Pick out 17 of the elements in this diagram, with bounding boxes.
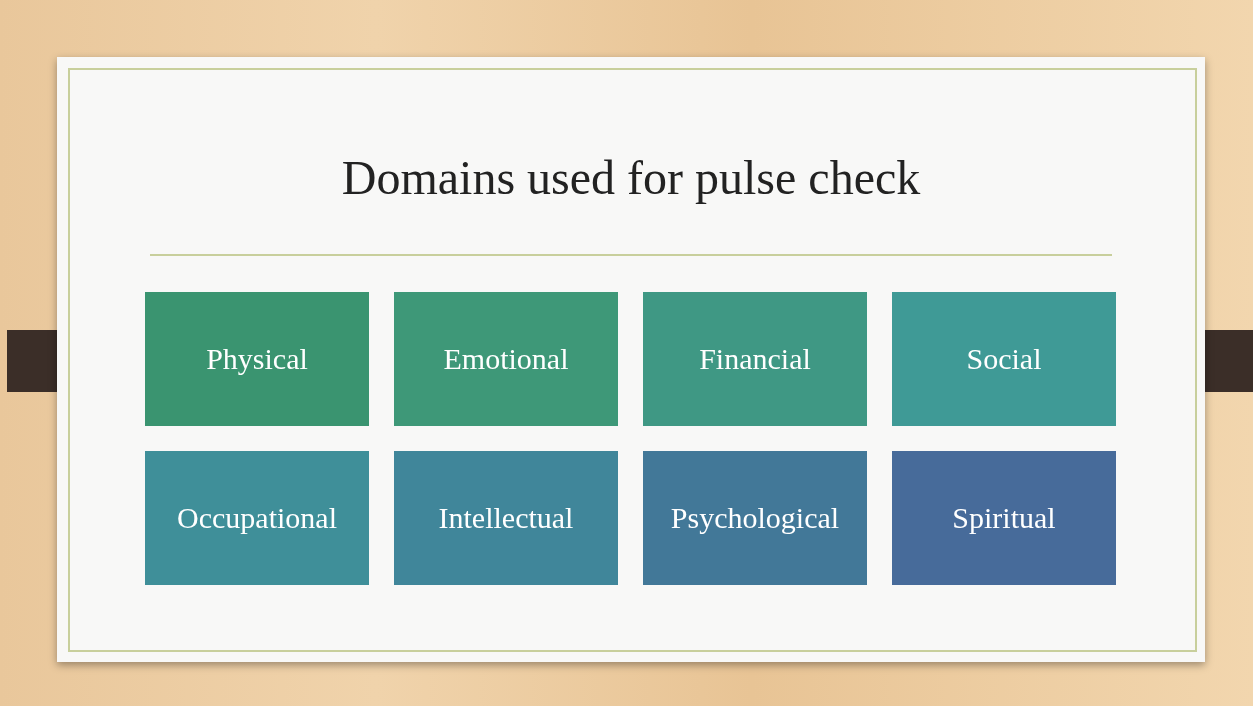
- domain-box: [892, 451, 1116, 585]
- domain-box: [394, 292, 618, 426]
- domain-label: Psychological: [670, 501, 840, 535]
- domain-box: [643, 451, 867, 585]
- domain-label: Occupational: [177, 501, 337, 535]
- domain-label: Spiritual: [952, 501, 1056, 535]
- domain-label: Emotional: [443, 342, 569, 376]
- domain-box: [145, 451, 369, 585]
- domain-label: Physical: [206, 342, 308, 376]
- domain-box: [892, 292, 1116, 426]
- domain-label: Intellectual: [438, 501, 574, 535]
- domain-label: Financial: [699, 342, 811, 376]
- domain-box: [145, 292, 369, 426]
- domain-label: Social: [966, 342, 1042, 376]
- domain-box: [394, 451, 618, 585]
- domain-box: [643, 292, 867, 426]
- title: Domains used for pulse check: [340, 150, 922, 206]
